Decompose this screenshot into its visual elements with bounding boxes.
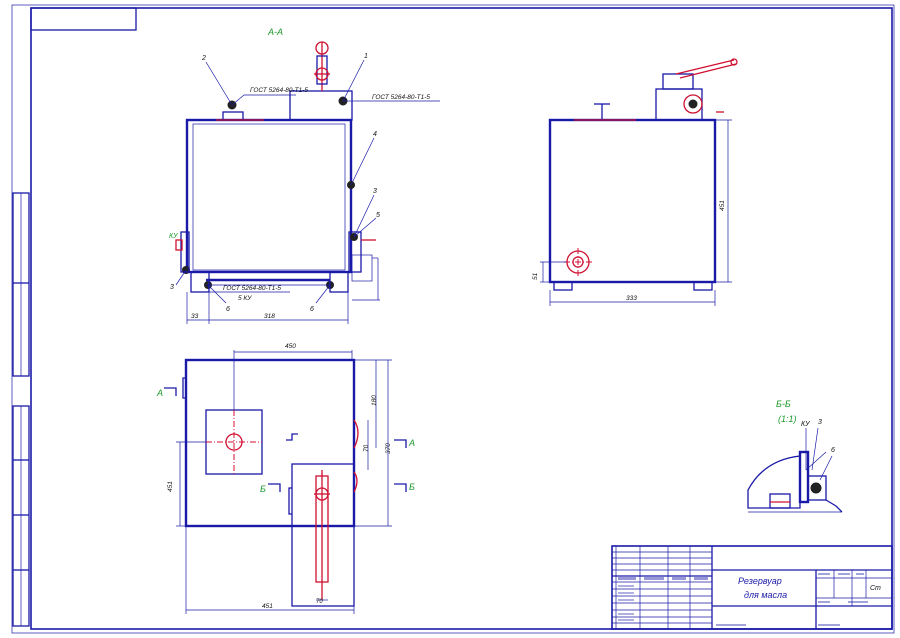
position-number: 3 <box>170 284 174 291</box>
dimension-value: 318 <box>264 313 275 320</box>
view-a-section: А-А ГОСТ 5 <box>169 27 440 324</box>
weld-note-bottom-sub: 5 КУ <box>238 295 252 302</box>
position-number: 4 <box>373 131 377 138</box>
position-number: 6 <box>310 306 314 313</box>
side-drain <box>540 248 592 283</box>
weld-note-top-right: ГОСТ 5264-80-Т1-5 <box>372 94 430 101</box>
dimension-value: 180 <box>371 395 378 406</box>
tank-inner-wall <box>192 123 346 271</box>
position-number: 5 <box>376 212 380 219</box>
dimension-value: 333 <box>626 295 637 302</box>
position-number: 2 <box>201 55 206 62</box>
view-b-label: Б-Б <box>776 399 791 409</box>
dimension-value: 451 <box>719 200 726 211</box>
ku-mark: КУ <box>169 233 179 240</box>
view-plan: 450 70 А А Б Б 370 180 <box>156 343 415 614</box>
dimension-value: 51 <box>532 272 539 280</box>
plan-handle-box <box>291 463 355 607</box>
dimension-value: 370 <box>385 443 392 454</box>
dimension-value: 451 <box>262 603 273 610</box>
view-a-label: А-А <box>267 27 283 37</box>
left-side-strip <box>12 192 30 627</box>
view-b-scale: (1:1) <box>778 414 797 424</box>
dimension-value: 450 <box>285 343 296 350</box>
plan-tank-outline <box>184 358 356 528</box>
dimension-bottom <box>186 292 349 324</box>
drawing-frame <box>30 7 893 630</box>
sheet-border <box>11 4 895 634</box>
position-number: 6 <box>226 306 230 313</box>
title-block: Резервуар для масла Ст <box>611 545 893 630</box>
side-foot-left <box>553 281 573 291</box>
section-marker: А <box>408 438 415 448</box>
dimension-value: 70 <box>316 599 323 605</box>
drawing-title-line1: Резервуар <box>738 576 782 586</box>
plan-vent-rod <box>314 470 330 600</box>
side-top-valve <box>574 103 636 121</box>
section-marker: А <box>156 388 163 398</box>
side-foot-right <box>693 281 713 291</box>
vent-pipe <box>314 41 330 91</box>
section-marker: Б <box>409 482 415 492</box>
dimension-value: 451 <box>167 481 174 492</box>
view-side: 333 451 51 <box>532 58 738 306</box>
sheet-reference: Ст <box>870 585 881 592</box>
drawing-title-line2: для масла <box>744 590 787 600</box>
weld-note-top-left: ГОСТ 5264-80-Т1-5 <box>250 87 308 94</box>
position-number: 1 <box>364 53 368 60</box>
ku-mark: КУ <box>801 421 811 428</box>
tank-outer-wall <box>185 118 353 274</box>
dimension-value: 70 <box>363 444 370 452</box>
dimension-value: 33 <box>191 313 199 320</box>
filler-housing <box>289 90 353 121</box>
side-vent-handle <box>662 58 738 114</box>
title-block-small-text <box>618 573 868 626</box>
right-bracket <box>348 231 380 301</box>
top-left-stamp-box <box>30 7 137 31</box>
weld-note-bottom: ГОСТ 5264-80-Т1-5 <box>223 285 281 292</box>
position-number: 3 <box>373 188 377 195</box>
tank-foot-right <box>329 271 349 293</box>
section-marker: Б <box>260 484 266 494</box>
view-b-detail: Б-Б (1:1) КУ 3 6 <box>747 399 843 513</box>
position-number: 6 <box>831 447 835 454</box>
tank-foot-left <box>190 271 210 293</box>
position-number: 3 <box>818 419 822 426</box>
